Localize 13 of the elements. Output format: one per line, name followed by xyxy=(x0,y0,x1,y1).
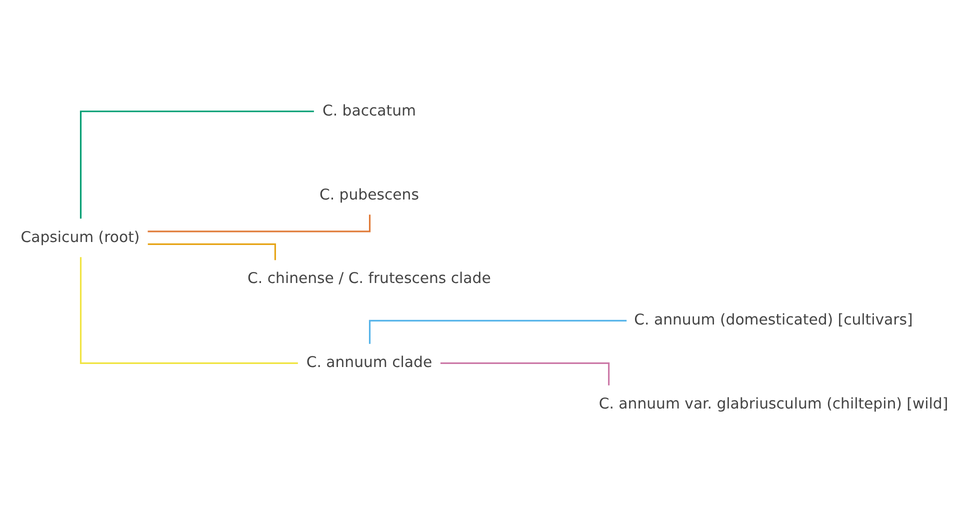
node-text: C. chinense / C. frutescens clade xyxy=(248,269,491,288)
connector xyxy=(148,243,276,260)
node-text: C. annuum var. glabriusculum (chiltepin) [wild] xyxy=(598,394,948,413)
connector xyxy=(440,362,610,386)
node-text: C. baccatum xyxy=(322,101,416,120)
node-text: Capsicum (root) xyxy=(20,228,140,246)
connector xyxy=(80,257,298,364)
connector xyxy=(368,320,627,344)
connector xyxy=(148,214,371,232)
node-text: C. pubescens xyxy=(319,185,419,204)
node-text: C. annuum clade xyxy=(306,353,432,372)
connector xyxy=(80,110,314,219)
node-text: C. annuum (domesticated) [cultivars] xyxy=(634,310,913,329)
